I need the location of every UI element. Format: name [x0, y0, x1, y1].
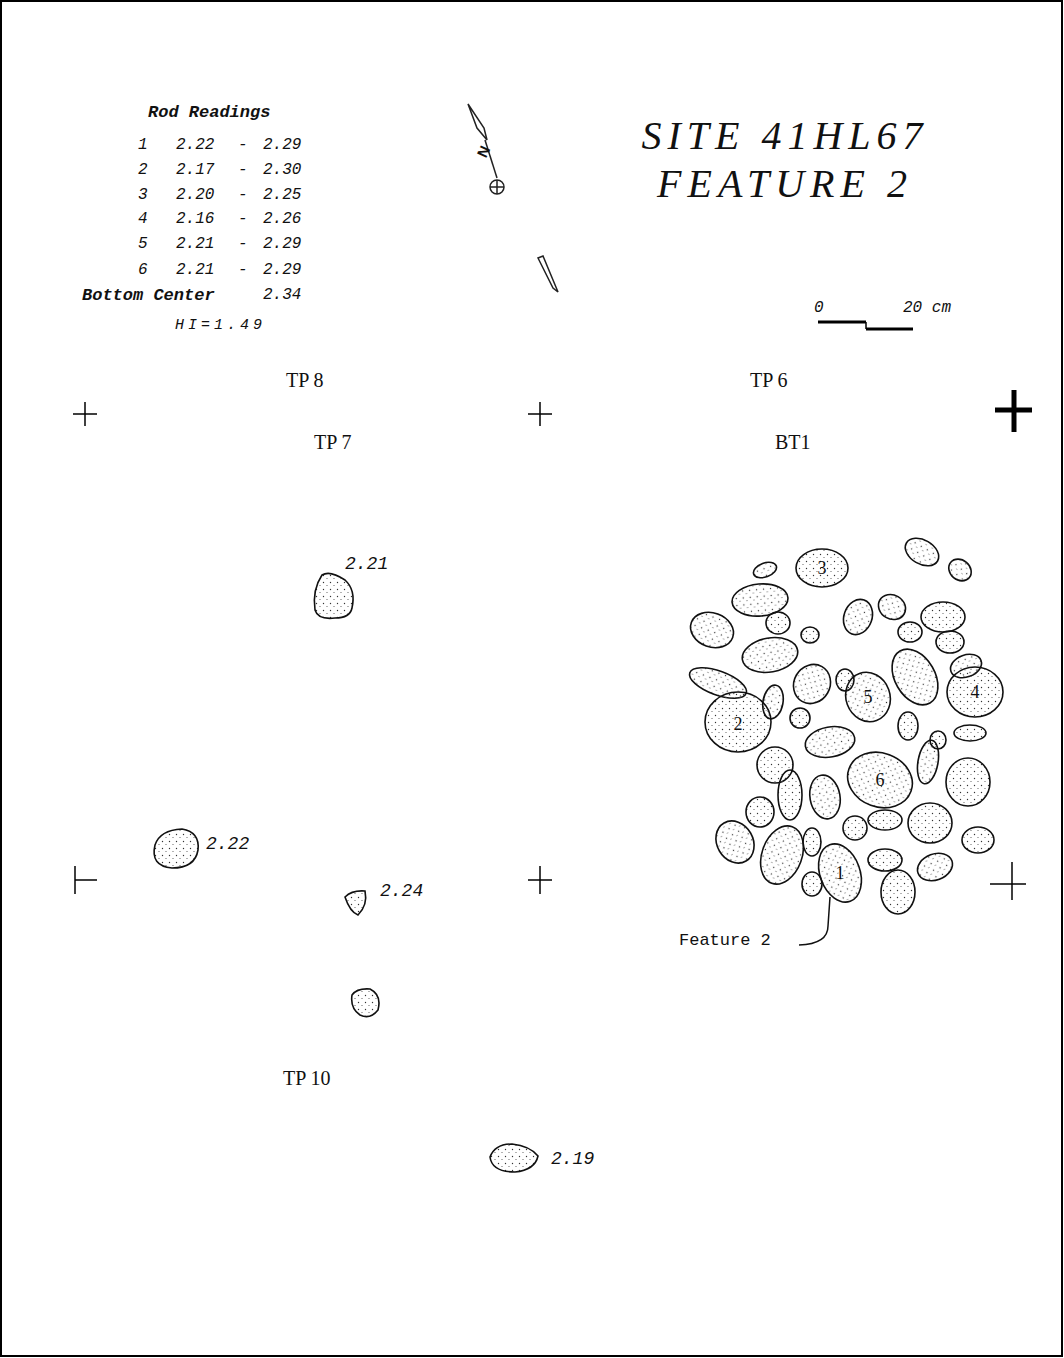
test-pit-label: TP 8 [286, 370, 324, 390]
stone [746, 797, 774, 827]
stone [803, 828, 821, 856]
table-cell: 2.17 [176, 162, 214, 178]
table-cell: 2.16 [176, 211, 214, 227]
scattered-stones [154, 573, 538, 1172]
table-cell: 3 [138, 187, 148, 203]
test-pit-label: TP 7 [314, 432, 352, 452]
stone [803, 723, 857, 761]
stone [868, 849, 902, 871]
stone [839, 595, 878, 638]
table-cell: 2.29 [263, 262, 301, 278]
map-title: SITE 41HL67 FEATURE 2 [610, 112, 960, 208]
stone [705, 692, 771, 752]
elevation: 2.21 [345, 555, 388, 573]
scale-label: 0 [814, 300, 824, 316]
table-heading: Rod Readings [148, 104, 270, 121]
scale-label: 20 cm [903, 300, 951, 316]
stone [796, 549, 848, 587]
stone [944, 555, 975, 586]
table-cell: - [238, 211, 248, 227]
table-cell: 2.21 [176, 236, 214, 252]
stone [760, 684, 786, 721]
stone [739, 633, 800, 676]
stone [954, 725, 986, 741]
elevation: 2.24 [380, 882, 423, 900]
north-arrow [468, 104, 558, 292]
table-cell: 2.29 [263, 137, 301, 153]
stone [840, 743, 920, 816]
test-pit-label: TP 10 [283, 1068, 331, 1088]
table-cell: 1 [138, 137, 148, 153]
stone-number: 1 [836, 864, 845, 882]
table-cell: 2.29 [263, 236, 301, 252]
stone [686, 607, 739, 654]
table-cell: 5 [138, 236, 148, 252]
stone [936, 631, 964, 653]
leader-line [799, 897, 830, 945]
stone [802, 872, 822, 896]
stone [900, 533, 943, 572]
instrument-height: HI=1.49 [175, 318, 266, 333]
table-cell: - [238, 236, 248, 252]
table-cell: 2.26 [263, 211, 301, 227]
stone-number: 6 [876, 771, 885, 789]
table-cell: 2 [138, 162, 148, 178]
stone [843, 816, 867, 840]
stone [778, 770, 802, 820]
stone [914, 849, 957, 886]
stone [946, 758, 990, 806]
elevation: 2.19 [551, 1150, 594, 1168]
stone [881, 870, 915, 914]
table-cell: 2.22 [176, 137, 214, 153]
stone [868, 810, 902, 830]
table-cell: 2.25 [263, 187, 301, 203]
stone [947, 667, 1003, 717]
stone-number: 4 [971, 683, 980, 701]
stone [962, 827, 994, 853]
stone [786, 658, 837, 711]
table-cell: 4 [138, 211, 148, 227]
stone [883, 641, 948, 713]
table-cell: - [238, 162, 248, 178]
stone [790, 708, 810, 728]
north-label: N [474, 143, 492, 159]
feature-2-stone-cluster [686, 533, 1003, 914]
scale-bar [818, 322, 913, 329]
grid-marks [73, 390, 1032, 900]
stone-number: 3 [818, 559, 827, 577]
table-cell: 2.21 [176, 262, 214, 278]
stone [898, 712, 918, 740]
feature-label: Feature 2 [679, 932, 771, 949]
stone [806, 773, 843, 822]
table-cell: 2.30 [263, 162, 301, 178]
trench-label: BT1 [775, 432, 811, 452]
stone [874, 590, 910, 625]
stone [811, 838, 869, 908]
test-pit-label: TP 6 [750, 370, 788, 390]
stone [908, 803, 952, 843]
table-cell: - [238, 262, 248, 278]
stone [921, 602, 965, 632]
stone [766, 612, 790, 634]
stone [839, 666, 897, 728]
stone [898, 622, 922, 642]
stone-number: 5 [864, 688, 873, 706]
table-cell: - [238, 187, 248, 203]
table-cell: 6 [138, 262, 148, 278]
elevation: 2.22 [206, 835, 249, 853]
table-cell: 2.34 [263, 287, 301, 303]
stone [708, 814, 761, 870]
stone [914, 739, 941, 786]
table-cell: Bottom Center [82, 287, 215, 304]
table-cell: 2.20 [176, 187, 214, 203]
table-cell: - [238, 137, 248, 153]
stone [751, 559, 778, 580]
stone-number: 2 [734, 715, 743, 733]
stone [801, 627, 819, 643]
